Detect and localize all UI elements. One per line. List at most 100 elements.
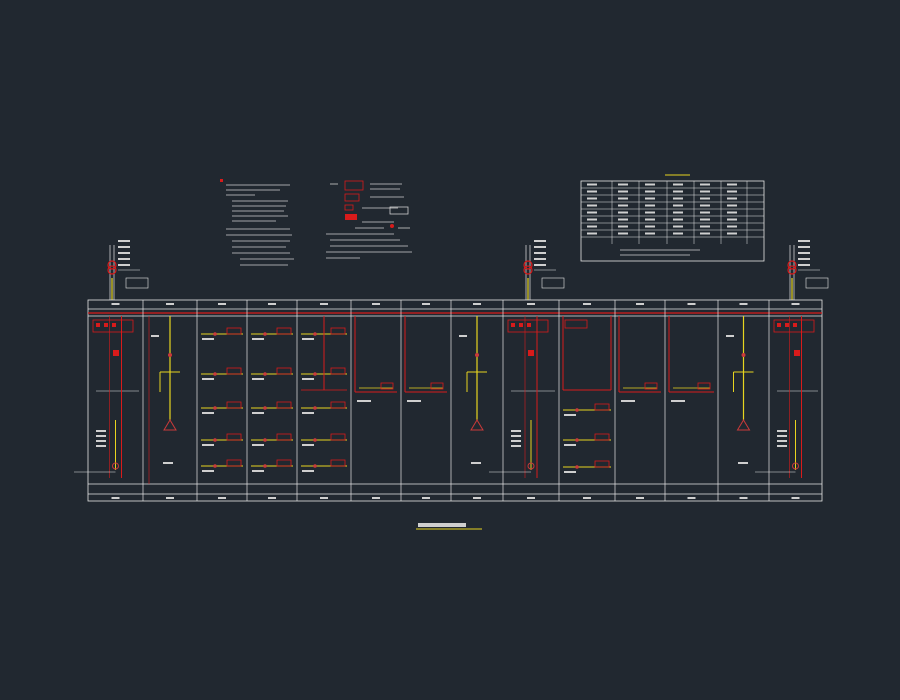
- table-cell: [645, 190, 655, 193]
- cabinet-number: [268, 303, 276, 305]
- cabinet-12: [668, 316, 714, 402]
- cabinet-footer: [527, 497, 535, 499]
- cabinet-footer: [473, 497, 481, 499]
- table-cell: [645, 225, 655, 228]
- parameter-table: [580, 174, 765, 262]
- table-cell: [587, 211, 597, 214]
- table-cell: [645, 197, 655, 200]
- table-cell: [618, 225, 628, 228]
- table-cell: [700, 190, 710, 193]
- cabinet-footer: [422, 497, 430, 499]
- incoming-riser: [523, 240, 565, 300]
- cabinet-footer: [791, 497, 800, 499]
- cabinet-6: [354, 316, 397, 402]
- drawing-title: [416, 523, 482, 530]
- cabinet-5: [301, 316, 347, 472]
- transformer-icon: [736, 419, 751, 431]
- cabinet-number: [527, 303, 535, 305]
- cabinet-number: [372, 303, 380, 305]
- table-cell: [618, 197, 628, 200]
- cabinet-number: [218, 303, 226, 305]
- cabinet-footer: [583, 497, 591, 499]
- cabinet-14: [755, 316, 818, 478]
- cabinet-number: [687, 303, 696, 305]
- table-cell: [618, 204, 628, 207]
- cabinet-8: [459, 316, 487, 464]
- cabinet-footer: [320, 497, 328, 499]
- incoming-riser: [787, 240, 829, 300]
- cabinet-footer: [166, 497, 174, 499]
- table-cell: [618, 218, 628, 221]
- incoming-risers: [107, 240, 829, 300]
- table-cell: [727, 190, 737, 193]
- table-cell: [673, 204, 683, 207]
- transformer-icon: [523, 260, 533, 270]
- table-cell: [727, 232, 737, 235]
- table-cell: [700, 225, 710, 228]
- cabinet-3: [201, 327, 243, 472]
- table-cell: [727, 211, 737, 214]
- table-cell: [673, 211, 683, 214]
- cabinet-footer: [268, 497, 276, 499]
- cabinet-footer: [111, 497, 120, 499]
- cabinet-number: [473, 303, 481, 305]
- table-cell: [700, 183, 710, 186]
- table-cell: [727, 218, 737, 221]
- cabinet-number: [320, 303, 328, 305]
- table-cell: [618, 232, 628, 235]
- table-cell: [700, 197, 710, 200]
- transformer-icon: [470, 419, 484, 431]
- table-cell: [673, 232, 683, 235]
- table-cell: [645, 204, 655, 207]
- table-cell: [727, 204, 737, 207]
- table-cell: [587, 232, 597, 235]
- cabinet-footer: [739, 497, 748, 499]
- table-cell: [673, 218, 683, 221]
- cabinet-9: [489, 316, 555, 478]
- cabinet-10: [562, 316, 612, 473]
- table-cell: [673, 197, 683, 200]
- switchgear-frame: [87, 299, 823, 502]
- cabinet-footer: [218, 497, 226, 499]
- table-cell: [587, 225, 597, 228]
- cabinet-number: [166, 303, 174, 305]
- table-cell: [645, 232, 655, 235]
- table-cell: [587, 190, 597, 193]
- table-cell: [618, 183, 628, 186]
- design-notes: [220, 179, 294, 266]
- table-cell: [645, 218, 655, 221]
- table-cell: [645, 183, 655, 186]
- table-cell: [587, 197, 597, 200]
- cabinet-footer: [372, 497, 380, 499]
- table-cell: [587, 204, 597, 207]
- table-cell: [727, 183, 737, 186]
- cabinet-columns: [74, 300, 818, 501]
- cabinet-11: [618, 316, 661, 402]
- table-cell: [673, 190, 683, 193]
- cabinet-2: [151, 316, 180, 464]
- table-cell: [645, 211, 655, 214]
- transformer-icon: [107, 260, 117, 270]
- cabinet-4: [251, 327, 293, 472]
- table-cell: [700, 218, 710, 221]
- table-cell: [618, 211, 628, 214]
- cabinet-number: [739, 303, 748, 305]
- symbol-legend: [326, 180, 412, 259]
- table-cell: [618, 190, 628, 193]
- cabinet-13: [726, 316, 754, 464]
- transformer-icon: [787, 260, 797, 270]
- table-cell: [700, 232, 710, 235]
- transformer-icon: [163, 419, 177, 431]
- table-cell: [587, 218, 597, 221]
- cabinet-7: [404, 316, 447, 402]
- table-cell: [727, 225, 737, 228]
- main-busbar: [88, 312, 822, 484]
- cabinet-number: [422, 303, 430, 305]
- table-cell: [673, 225, 683, 228]
- table-cell: [700, 211, 710, 214]
- cabinet-number: [583, 303, 591, 305]
- table-cell: [673, 183, 683, 186]
- incoming-riser: [107, 240, 149, 300]
- table-cell: [727, 197, 737, 200]
